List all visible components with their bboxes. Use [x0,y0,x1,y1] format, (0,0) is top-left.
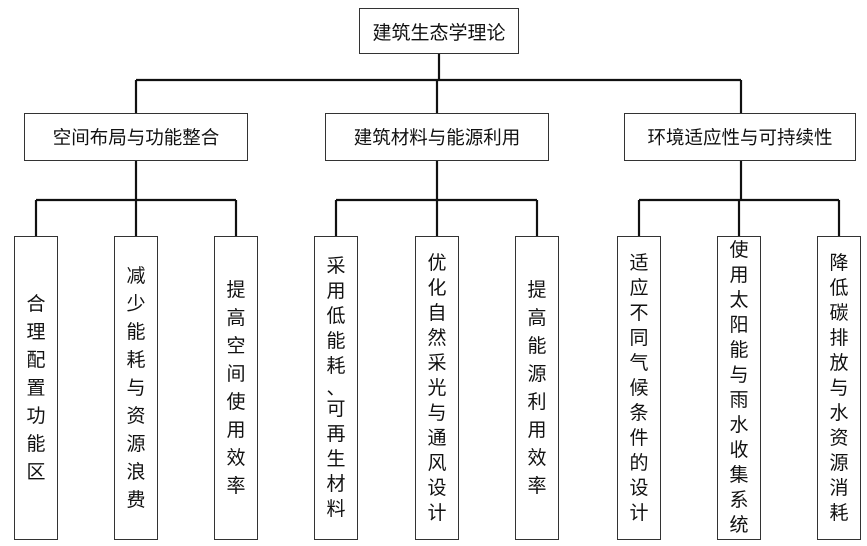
leaf-node: 采用低能耗、可再生材料 [314,236,358,540]
leaf-label: 适应不同气候条件的设计 [629,251,649,524]
category-node-materials-energy: 建筑材料与能源利用 [325,113,549,161]
category-label: 空间布局与功能整合 [52,128,220,149]
leaf-node: 提高空间使用效率 [214,236,258,540]
leaf-label: 降低碳排放与水资源消耗 [829,251,849,524]
leaf-label: 提高空间使用效率 [226,279,246,497]
category-label: 建筑材料与能源利用 [353,128,521,149]
leaf-label: 合理配置功能区 [26,293,46,483]
leaf-label: 减少能耗与资源浪费 [126,265,146,511]
leaf-node: 减少能耗与资源浪费 [114,236,158,540]
leaf-node: 适应不同气候条件的设计 [617,236,661,540]
category-node-spatial-layout: 空间布局与功能整合 [24,113,248,161]
leaf-label: 采用低能耗、可再生材料 [326,255,346,520]
leaf-label: 优化自然采光与通风设计 [427,251,447,524]
leaf-node: 使用太阳能与雨水收集系统 [717,236,761,540]
leaf-node: 提高能源利用效率 [515,236,559,540]
leaf-node: 优化自然采光与通风设计 [415,236,459,540]
leaf-label: 使用太阳能与雨水收集系统 [729,239,749,536]
leaf-node: 降低碳排放与水资源消耗 [817,236,861,540]
leaf-label: 提高能源利用效率 [527,279,547,497]
root-node: 建筑生态学理论 [359,8,519,54]
category-label: 环境适应性与可持续性 [647,128,833,149]
category-node-environment-sustainability: 环境适应性与可持续性 [624,113,856,161]
root-label: 建筑生态学理论 [372,21,506,44]
leaf-node: 合理配置功能区 [14,236,58,540]
